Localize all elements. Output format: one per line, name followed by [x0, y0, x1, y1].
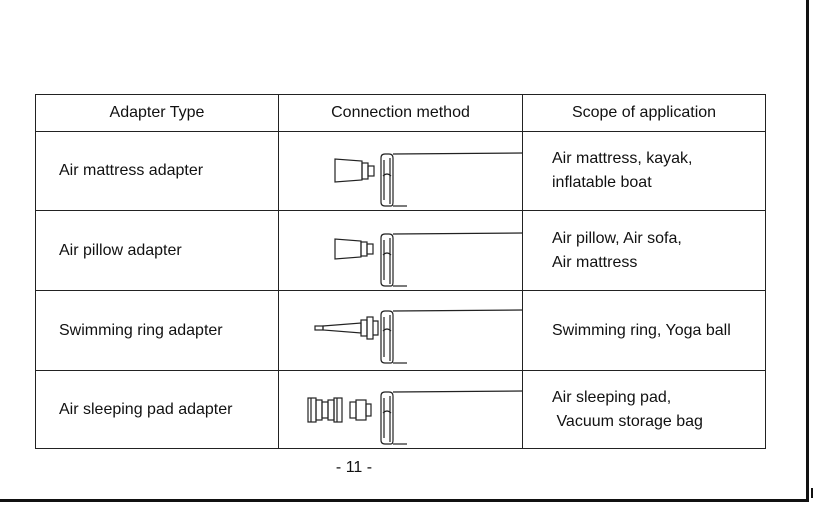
scope-cell: Air pillow, Air sofa, Air mattress [523, 211, 766, 291]
scope-line: Air mattress, kayak, [552, 147, 765, 171]
adapter-table: Adapter Type Connection method Scope of … [35, 94, 766, 449]
header-connection-method: Connection method [279, 95, 523, 132]
scope-line: inflatable boat [552, 171, 765, 195]
connection-method-cell [279, 291, 523, 371]
table-row: Swimming ring adapter [36, 291, 766, 371]
scope-line: Vacuum storage bag [552, 410, 765, 434]
page-number: - 11 - [0, 459, 708, 477]
table-row: Air mattress adapter [36, 132, 766, 211]
adapter-type-cell: Air pillow adapter [36, 211, 279, 291]
header-scope: Scope of application [523, 95, 766, 132]
connection-method-cell [279, 132, 523, 211]
needle-adapter-icon [279, 291, 523, 370]
scope-line: Air sleeping pad, [552, 386, 765, 410]
connection-method-cell [279, 211, 523, 291]
adapter-type-cell: Swimming ring adapter [36, 291, 279, 371]
page-border-bottom [0, 499, 809, 502]
scope-line: Air mattress [552, 251, 765, 275]
cone-adapter-icon [279, 211, 523, 290]
scope-cell: Air sleeping pad, Vacuum storage bag [523, 371, 766, 449]
scope-cell: Air mattress, kayak, inflatable boat [523, 132, 766, 211]
scope-cell: Swimming ring, Yoga ball [523, 291, 766, 371]
table-row: Air sleeping pad adapter [36, 371, 766, 449]
adapter-type-cell: Air sleeping pad adapter [36, 371, 279, 449]
scope-line: Swimming ring, Yoga ball [552, 319, 765, 343]
valve-adapter-icon [279, 371, 523, 448]
page-corner-mark [811, 488, 813, 498]
scope-line: Air pillow, Air sofa, [552, 227, 765, 251]
header-adapter-type: Adapter Type [36, 95, 279, 132]
page-border-right [806, 0, 809, 500]
adapter-type-cell: Air mattress adapter [36, 132, 279, 211]
table-row: Air pillow adapter [36, 211, 766, 291]
cone-adapter-icon [279, 132, 523, 210]
connection-method-cell [279, 371, 523, 449]
table-header-row: Adapter Type Connection method Scope of … [36, 95, 766, 132]
